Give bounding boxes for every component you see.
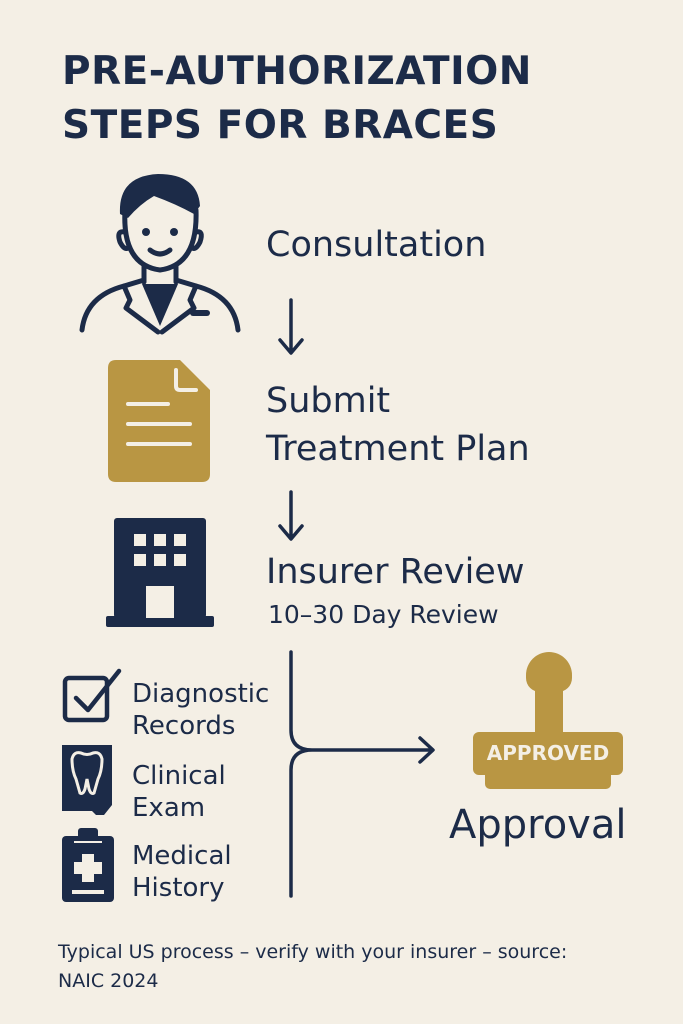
step-consultation-label: Consultation — [266, 225, 487, 265]
clipboard-icon — [62, 828, 114, 902]
page-title-line2: STEPS FOR BRACES — [62, 103, 499, 148]
stamp-label: APPROVED — [473, 732, 623, 775]
doctor-icon — [79, 174, 241, 335]
building-icon — [106, 518, 214, 627]
requirement-diagnostic-line1: Diagnostic — [132, 679, 270, 709]
requirement-diagnostic-line2: Records — [132, 711, 236, 741]
requirement-clinical-line2: Exam — [132, 793, 206, 823]
page-title-line1: PRE-AUTHORIZATION — [62, 49, 532, 94]
step-submit-label-line2: Treatment Plan — [266, 429, 530, 469]
requirement-clinical-line1: Clinical — [132, 761, 226, 791]
requirement-medical-line1: Medical — [132, 841, 232, 871]
footnote-line1: Typical US process – verify with your in… — [58, 941, 568, 963]
approval-label: Approval — [449, 802, 627, 848]
step-submit-label-line1: Submit — [266, 381, 391, 421]
tooth-icon — [62, 745, 112, 815]
stamp-icon: APPROVED — [473, 652, 623, 790]
requirement-medical-line2: History — [132, 873, 225, 903]
footnote-line2: NAIC 2024 — [58, 970, 159, 992]
step-insurer-review-detail: 10–30 Day Review — [268, 600, 499, 629]
step-insurer-review-label: Insurer Review — [266, 552, 525, 592]
checkbox-icon — [62, 668, 122, 723]
arrow-down-icon — [278, 298, 304, 355]
merge-arrow-connector — [289, 650, 435, 898]
arrow-down-icon — [278, 490, 304, 541]
document-icon — [108, 360, 210, 482]
